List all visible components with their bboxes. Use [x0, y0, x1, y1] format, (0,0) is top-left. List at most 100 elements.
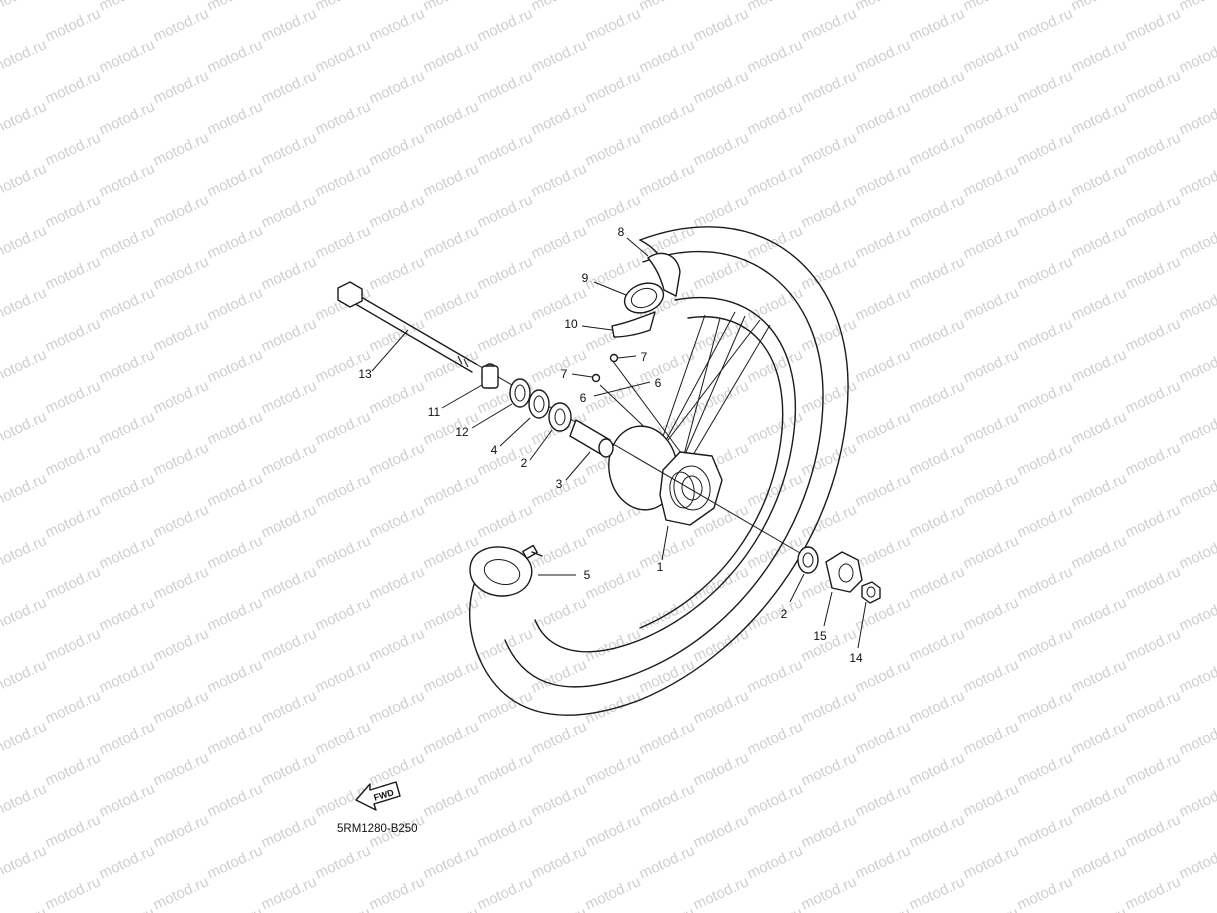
watermark-text: motod.ru [853, 408, 914, 448]
watermark-text: motod.ru [205, 842, 266, 882]
watermark-text: motod.ru [97, 656, 158, 696]
watermark-text: motod.ru [367, 129, 428, 169]
watermark-text: motod.ru [583, 687, 644, 727]
watermark-text: motod.ru [97, 532, 158, 572]
watermark-text: motod.ru [583, 873, 644, 913]
watermark-text: motod.ru [1123, 253, 1184, 293]
watermark-text: motod.ru [637, 160, 698, 200]
watermark-text: motod.ru [151, 563, 212, 603]
watermark-text: motod.ru [421, 780, 482, 820]
watermark-text: motod.ru [745, 284, 806, 324]
watermark-text: motod.ru [529, 780, 590, 820]
watermark-text: motod.ru [1177, 532, 1217, 572]
watermark-text: motod.ru [1015, 129, 1076, 169]
watermark-text: motod.ru [637, 98, 698, 138]
watermark-text: motod.ru [961, 160, 1022, 200]
watermark-text: motod.ru [1123, 5, 1184, 45]
watermark-text: motod.ru [583, 749, 644, 789]
watermark-text: motod.ru [1069, 594, 1130, 634]
watermark-text: motod.ru [313, 0, 374, 15]
watermark-text: motod.ru [961, 284, 1022, 324]
watermark-text: motod.ru [421, 904, 482, 913]
watermark-text: motod.ru [151, 377, 212, 417]
watermark-text: motod.ru [529, 160, 590, 200]
watermark-text: motod.ru [583, 191, 644, 231]
watermark-text: motod.ru [151, 315, 212, 355]
callout-4: 4 [491, 443, 498, 457]
watermark-text: motod.ru [745, 656, 806, 696]
watermark-text: motod.ru [853, 842, 914, 882]
watermark-text: motod.ru [367, 625, 428, 665]
watermark-text: motod.ru [637, 0, 698, 15]
bearing-4 [528, 389, 550, 419]
watermark-text: motod.ru [799, 687, 860, 727]
watermark-text: motod.ru [1123, 811, 1184, 851]
collar [481, 363, 499, 389]
watermark-text: motod.ru [1123, 687, 1184, 727]
watermark-text: motod.ru [151, 439, 212, 479]
watermark-text: motod.ru [961, 0, 1022, 15]
tube [623, 282, 665, 314]
watermark-text: motod.ru [0, 408, 49, 448]
tire [469, 226, 849, 716]
watermark-text: motod.ru [97, 36, 158, 76]
watermark-text: motod.ru [1069, 842, 1130, 882]
watermark-text: motod.ru [961, 36, 1022, 76]
watermark-text: motod.ru [691, 811, 752, 851]
watermark-text: motod.ru [313, 532, 374, 572]
callout-12: 12 [455, 425, 469, 439]
watermark-text: motod.ru [97, 98, 158, 138]
watermark-text: motod.ru [1015, 439, 1076, 479]
watermark-text: motod.ru [529, 656, 590, 696]
watermark-text: motod.ru [0, 904, 49, 913]
watermark-text: motod.ru [799, 811, 860, 851]
tire-section-top [647, 252, 681, 297]
watermark-text: motod.ru [853, 0, 914, 15]
watermark-text: motod.ru [691, 191, 752, 231]
watermark-text: motod.ru [1177, 0, 1217, 15]
watermark-text: motod.ru [475, 811, 536, 851]
watermark-text: motod.ru [259, 253, 320, 293]
watermark-text: motod.ru [907, 315, 968, 355]
watermark-text: motod.ru [529, 98, 590, 138]
watermark-text: motod.ru [691, 687, 752, 727]
oil-seal [509, 378, 531, 408]
watermark-text: motod.ru [961, 904, 1022, 913]
axle-nut [861, 581, 881, 604]
watermark-text: motod.ru [43, 811, 104, 851]
watermark-text: motod.ru [151, 501, 212, 541]
watermark-text: motod.ru [367, 253, 428, 293]
watermark-text: motod.ru [0, 656, 49, 696]
watermark-text: motod.ru [1177, 904, 1217, 913]
watermark-text: motod.ru [0, 780, 49, 820]
watermark-text: motod.ru [907, 377, 968, 417]
watermark-text: motod.ru [745, 842, 806, 882]
watermark-text: motod.ru [907, 191, 968, 231]
watermark-text: motod.ru [1177, 98, 1217, 138]
watermark-text: motod.ru [1015, 315, 1076, 355]
watermark-text: motod.ru [259, 501, 320, 541]
watermark-text: motod.ru [0, 284, 49, 324]
watermark-text: motod.ru [0, 98, 49, 138]
watermark-text: motod.ru [1015, 191, 1076, 231]
watermark-text: motod.ru [421, 0, 482, 15]
callout-6-upper: 6 [655, 376, 662, 390]
watermark-text: motod.ru [475, 315, 536, 355]
watermark-text: motod.ru [853, 718, 914, 758]
watermark-text: motod.ru [799, 439, 860, 479]
watermark-text: motod.ru [0, 0, 49, 15]
watermark-text: motod.ru [475, 749, 536, 789]
watermark-text: motod.ru [907, 563, 968, 603]
watermark-text: motod.ru [43, 67, 104, 107]
watermark-text: motod.ru [745, 780, 806, 820]
watermark-text: motod.ru [799, 501, 860, 541]
watermark-text: motod.ru [853, 36, 914, 76]
watermark-text: motod.ru [853, 222, 914, 262]
watermark-text: motod.ru [907, 253, 968, 293]
watermark-text: motod.ru [1069, 718, 1130, 758]
watermark-text: motod.ru [583, 5, 644, 45]
watermark-text: motod.ru [313, 408, 374, 448]
watermark-text: motod.ru [97, 904, 158, 913]
watermark-text: motod.ru [421, 346, 482, 386]
watermark-text: motod.ru [0, 594, 49, 634]
